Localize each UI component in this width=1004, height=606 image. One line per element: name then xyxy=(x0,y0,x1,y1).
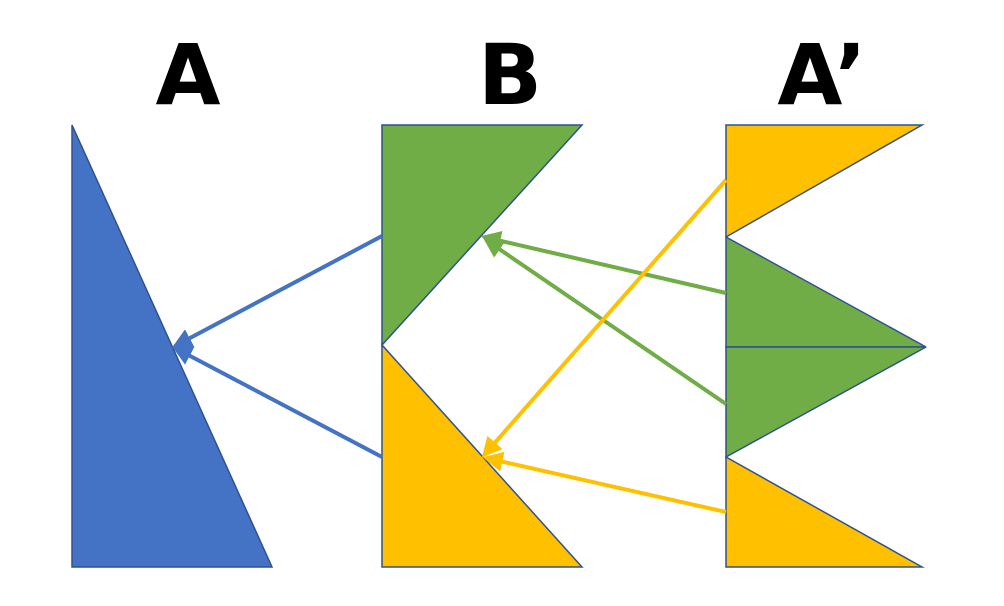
triangle-a-prime-yellow-top xyxy=(725,124,925,239)
label-a: A xyxy=(155,26,220,124)
arrow-blue-bottom xyxy=(172,346,383,459)
arrow-blue-top xyxy=(172,234,383,348)
label-b: B xyxy=(478,26,542,124)
triangle-b-green xyxy=(381,124,584,347)
arrow-green-top xyxy=(480,231,727,295)
triangle-a-prime-green-lower xyxy=(725,346,927,459)
triangle-a-blue xyxy=(71,124,274,568)
triangle-a-prime-green-upper xyxy=(725,235,927,348)
arrow-yellow-bottom xyxy=(482,451,727,514)
triangle-a-prime-yellow-bottom xyxy=(725,455,925,568)
arrow-green-bottom xyxy=(483,238,728,406)
label-a-prime: A’ xyxy=(777,26,866,124)
arrow-yellow-top xyxy=(481,178,728,458)
